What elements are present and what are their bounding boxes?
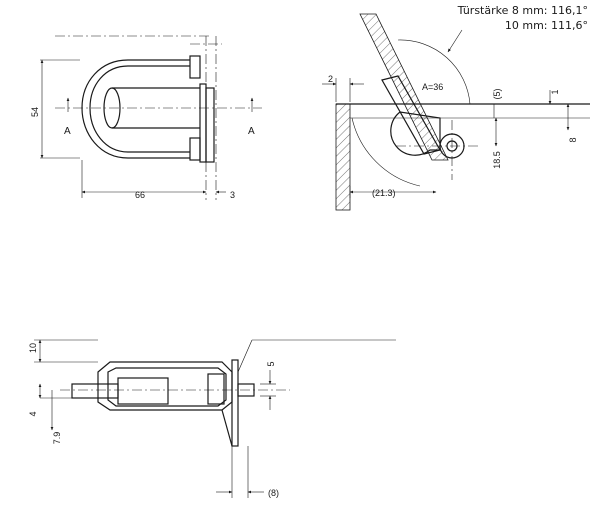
section-a-right: A — [248, 126, 255, 137]
mounting-plate-section — [231, 359, 239, 447]
dim-2-label: 2 — [328, 74, 333, 84]
housing-outline — [81, 59, 190, 159]
dim-5-label: (5) — [492, 88, 502, 99]
dim-79-label: 7.9 — [52, 432, 62, 445]
dim-8b-label: (8) — [268, 488, 279, 498]
label-a36: A=36 — [422, 82, 443, 92]
dim-1-label: 1 — [550, 89, 560, 94]
side-view: Türstärke 8 mm: 116,1° 10 mm: 111,6° A=3… — [322, 4, 590, 211]
dim-185-label: 18.5 — [492, 151, 502, 169]
bottom-view: 10 4 7.9 5 (8) — [28, 339, 396, 498]
header-line-1: Türstärke 8 mm: 116,1° — [457, 4, 588, 17]
dim-8-label: 8 — [568, 137, 578, 142]
dim-213-label: (21.3) — [372, 188, 396, 198]
dim-3-label: 3 — [230, 190, 235, 200]
dim-66-label: 66 — [135, 190, 145, 200]
front-view: 54 A A 66 3 — [30, 35, 262, 200]
dim-10-label: 10 — [28, 343, 38, 353]
header-line-2: 10 mm: 111,6° — [505, 19, 588, 32]
dim-4-label: 4 — [28, 411, 38, 416]
dim-54-label: 54 — [30, 107, 40, 117]
dim-5b-label: 5 — [266, 361, 276, 366]
cylinder-section — [117, 377, 169, 405]
section-a-left: A — [64, 126, 71, 137]
inner-cylinder — [112, 87, 200, 129]
cabinet-wall — [335, 103, 351, 211]
